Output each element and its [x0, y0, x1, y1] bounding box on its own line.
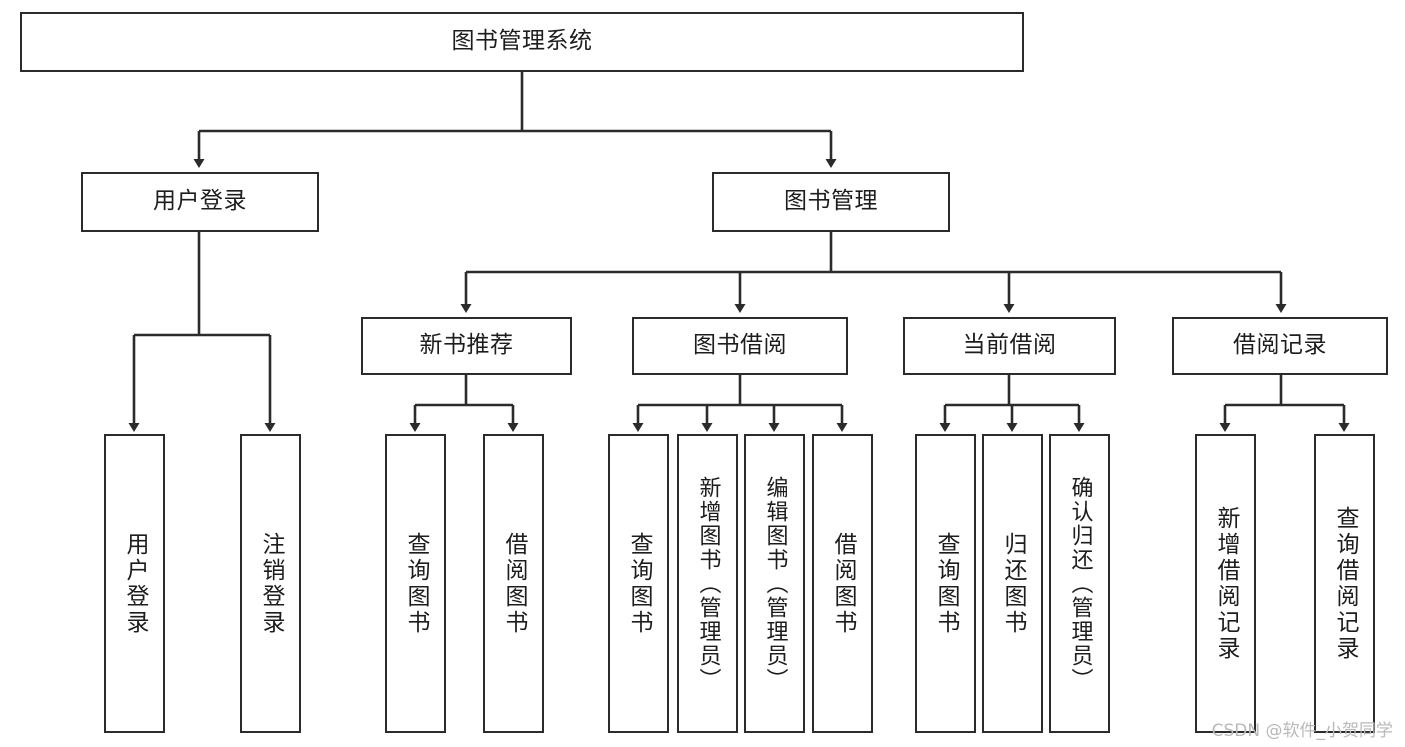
node-label: 查询图书	[933, 531, 959, 636]
node-label: 编辑图书（管理员）	[762, 475, 788, 692]
leaf-return-book[interactable]: 归还图书	[982, 434, 1043, 733]
node-current-borrow[interactable]: 当前借阅	[903, 317, 1116, 375]
node-label: 查询借阅记录	[1332, 505, 1358, 662]
node-label: 图书管理	[784, 188, 878, 215]
node-label: 图书借阅	[693, 332, 787, 359]
node-label: 用户登录	[122, 531, 148, 636]
leaf-add-borrow-record[interactable]: 新增借阅记录	[1195, 434, 1256, 733]
node-label: 注销登录	[258, 531, 284, 636]
csdn-watermark: CSDN @软件_小贺同学	[1211, 721, 1393, 741]
node-label: 新增图书（管理员）	[695, 475, 721, 692]
node-borrow-record[interactable]: 借阅记录	[1172, 317, 1388, 375]
leaf-edit-book-admin[interactable]: 编辑图书（管理员）	[744, 434, 805, 733]
leaf-query-book-borrow[interactable]: 查询图书	[608, 434, 669, 733]
node-label: 图书管理系统	[451, 28, 593, 55]
leaf-query-book-current[interactable]: 查询图书	[915, 434, 976, 733]
leaf-query-borrow-record[interactable]: 查询借阅记录	[1314, 434, 1375, 733]
node-label: 借阅记录	[1233, 332, 1327, 359]
node-label: 查询图书	[403, 531, 429, 636]
node-label: 确认归还（管理员）	[1067, 475, 1093, 692]
node-book-management[interactable]: 图书管理	[712, 172, 950, 232]
leaf-borrow-book[interactable]: 借阅图书	[812, 434, 873, 733]
leaf-user-login[interactable]: 用户登录	[104, 434, 165, 733]
node-new-book-recommend[interactable]: 新书推荐	[361, 317, 572, 375]
node-root-book-management-system[interactable]: 图书管理系统	[20, 12, 1024, 72]
node-label: 新增借阅记录	[1213, 505, 1239, 662]
leaf-confirm-return-admin[interactable]: 确认归还（管理员）	[1049, 434, 1110, 733]
node-label: 查询图书	[626, 531, 652, 636]
node-label: 归还图书	[1000, 531, 1026, 636]
leaf-add-book-admin[interactable]: 新增图书（管理员）	[677, 434, 738, 733]
node-label: 当前借阅	[962, 332, 1057, 359]
node-label: 新书推荐	[419, 332, 514, 359]
leaf-borrow-book-recommend[interactable]: 借阅图书	[483, 434, 544, 733]
node-label: 用户登录	[153, 188, 247, 215]
node-user-login[interactable]: 用户登录	[81, 172, 319, 232]
node-label: 借阅图书	[501, 531, 527, 636]
node-label: 借阅图书	[830, 531, 856, 636]
node-book-borrow[interactable]: 图书借阅	[632, 317, 848, 375]
leaf-logout-login[interactable]: 注销登录	[240, 434, 301, 733]
leaf-query-book-recommend[interactable]: 查询图书	[385, 434, 446, 733]
